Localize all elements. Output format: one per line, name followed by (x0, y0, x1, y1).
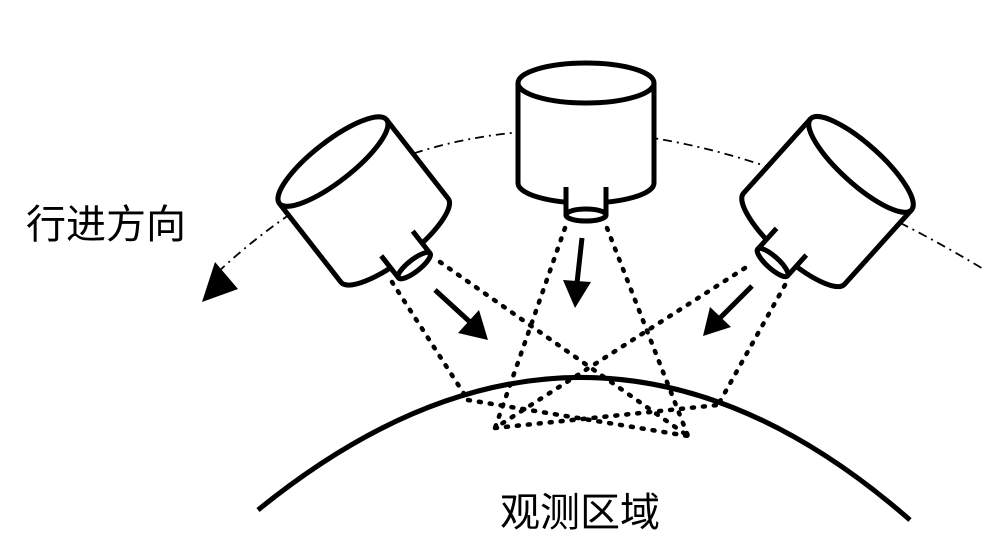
fov-right-2 (715, 282, 788, 408)
travel-direction-arrowhead (202, 262, 238, 302)
camera-left (267, 104, 471, 312)
fov-left-2 (437, 259, 691, 439)
fov-lines (389, 225, 788, 439)
fov-left-1 (389, 279, 471, 403)
travel-direction-label: 行进方向 (26, 202, 186, 248)
observation-area-label: 观测区域 (500, 490, 660, 536)
fov-right-1 (492, 265, 748, 431)
fov-right-3 (492, 402, 721, 431)
surface-arc (256, 374, 912, 522)
view-arrow-left-shaft (433, 288, 472, 324)
view-arrow-center-head (563, 280, 591, 308)
fov-center-1 (492, 225, 568, 431)
view-arrows (433, 237, 754, 340)
camera-center (518, 63, 654, 221)
view-arrow-center-shaft (574, 237, 585, 284)
camera-right (718, 104, 925, 312)
view-arrow-right-head (703, 307, 731, 336)
view-arrow-right-shaft (718, 284, 754, 320)
fov-center-2 (604, 225, 691, 439)
view-arrow-left-head (458, 310, 488, 340)
